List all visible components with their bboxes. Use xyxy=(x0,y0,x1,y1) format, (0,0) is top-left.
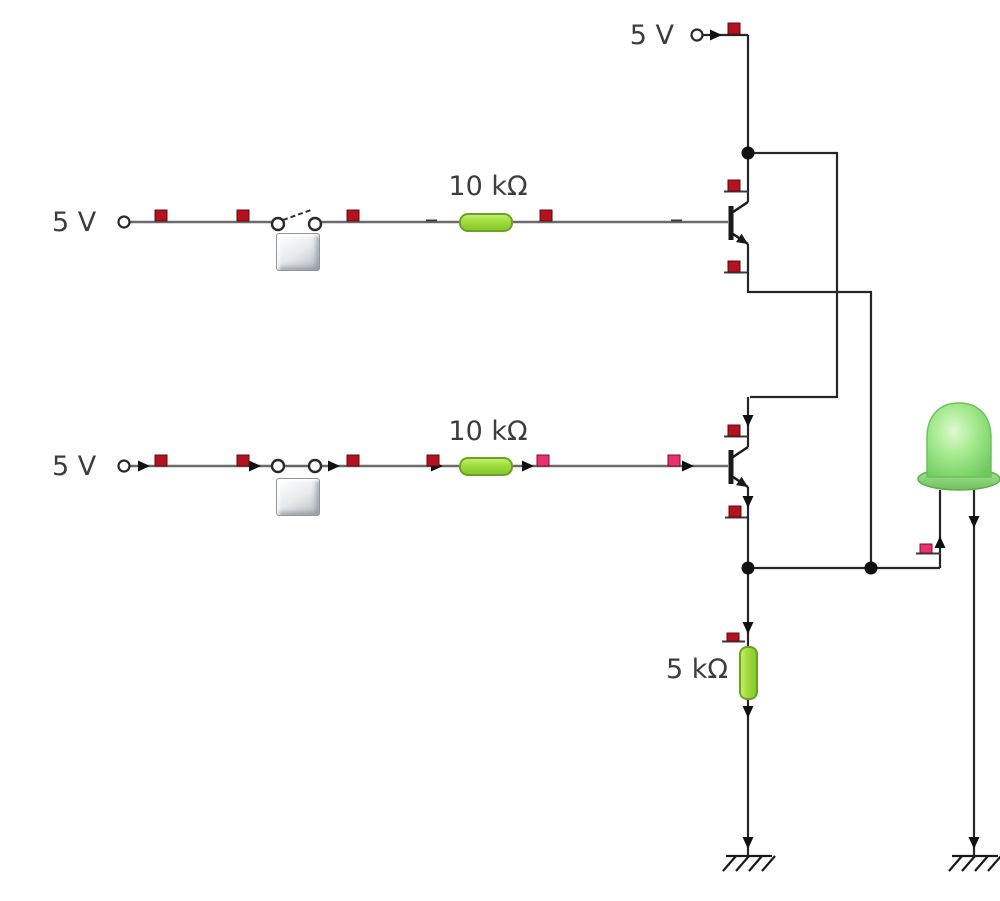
led[interactable] xyxy=(917,402,1000,491)
switch-a[interactable] xyxy=(270,209,323,232)
ground-2[interactable] xyxy=(948,854,1000,872)
input-b-label: 5 V xyxy=(52,451,97,482)
transistor-q2[interactable] xyxy=(728,445,749,489)
current-flags xyxy=(154,22,941,643)
wire-structural xyxy=(703,33,976,855)
current-arrows xyxy=(138,29,980,849)
transistor-q1[interactable] xyxy=(728,200,749,246)
supply-top-terminal[interactable] xyxy=(690,28,704,42)
switch-a-push-button[interactable] xyxy=(276,233,320,271)
resistor-a-label: 10 kΩ xyxy=(448,171,528,202)
input-a-label: 5 V xyxy=(52,207,97,238)
emitter-resistor[interactable] xyxy=(739,646,758,700)
input-b-terminal[interactable] xyxy=(117,459,131,473)
input-a-terminal[interactable] xyxy=(117,215,131,229)
resistor-b-label: 10 kΩ xyxy=(448,416,528,447)
switch-b[interactable] xyxy=(270,458,323,474)
terminals xyxy=(117,28,704,473)
ground-1[interactable] xyxy=(722,854,776,872)
switch-b-push-button[interactable] xyxy=(276,478,320,516)
resistor-b[interactable] xyxy=(459,457,513,476)
supply-top-label: 5 V xyxy=(629,20,674,51)
resistor-a[interactable] xyxy=(459,213,513,232)
emitter-resistor-label: 5 kΩ xyxy=(665,654,728,685)
junction-dots xyxy=(741,146,878,575)
